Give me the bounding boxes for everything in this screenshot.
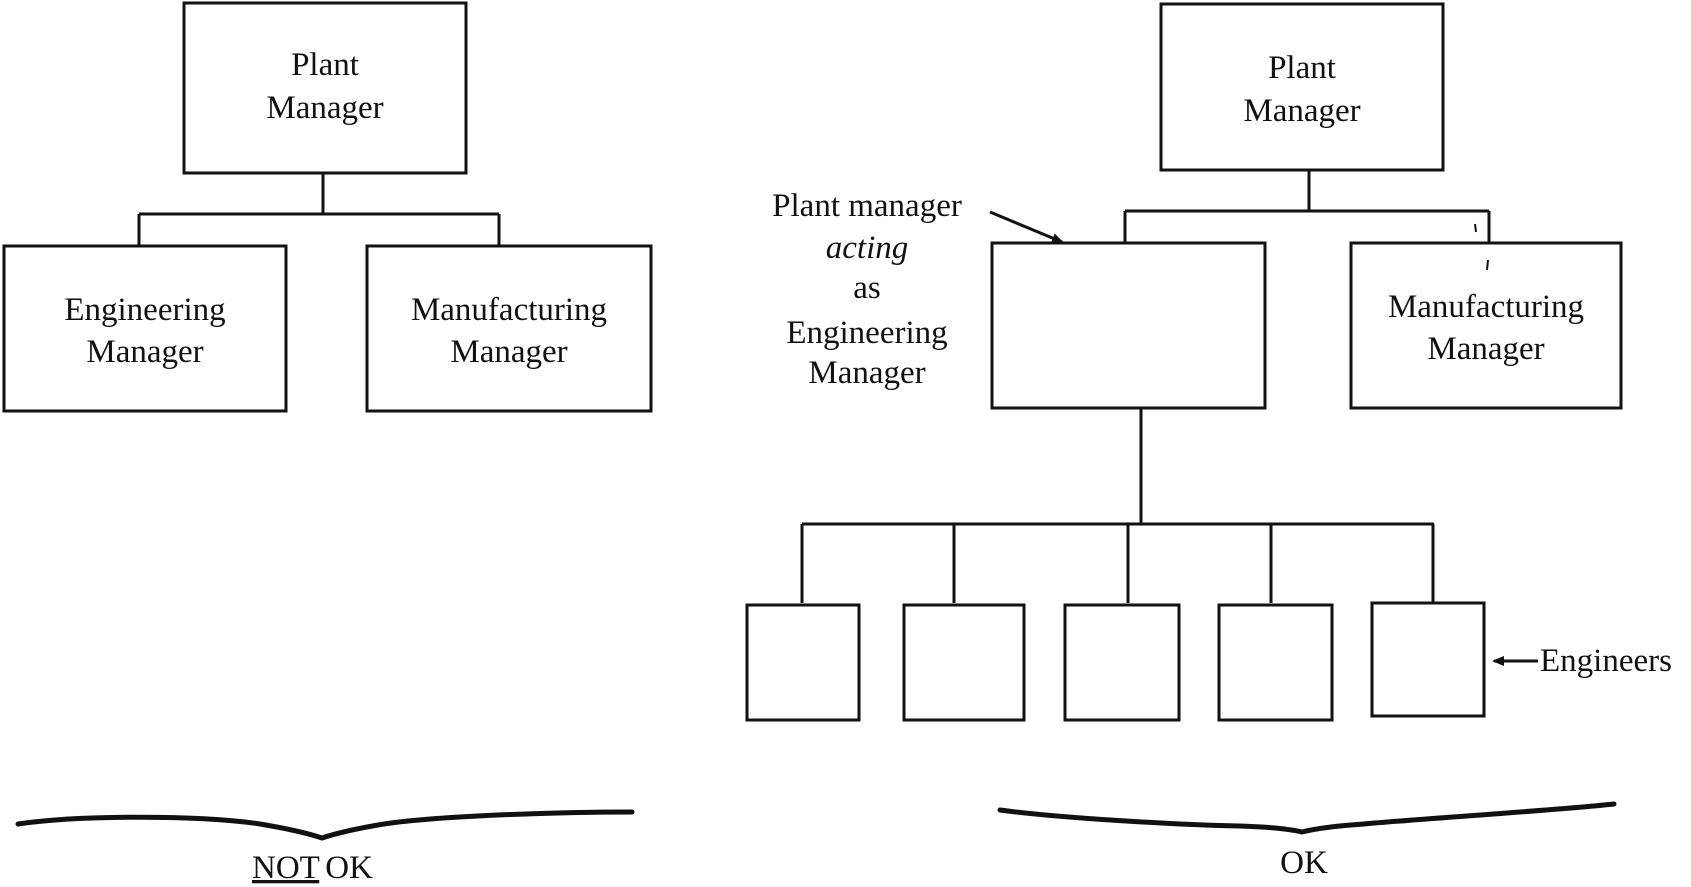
acting-note-line3: as: [853, 270, 881, 306]
left-plant-manager-label-line2: Manager: [266, 90, 383, 126]
right-manufacturing-manager-label-line2: Manager: [1427, 331, 1544, 367]
engineer-box-5: [1370, 601, 1486, 718]
stray-tick-marks: [1474, 223, 1489, 271]
left-manufacturing-manager-label-line2: Manager: [450, 334, 567, 370]
engineer-box-4: [1217, 603, 1334, 722]
left-plant-manager-label-line1: Plant: [291, 47, 359, 83]
left-manufacturing-manager-box: [365, 244, 653, 413]
left-engineering-manager-box: [2, 244, 288, 413]
acting-note-line5: Manager: [808, 355, 925, 391]
left-plant-manager-box: [182, 1, 468, 175]
left-caption-ok: OK: [325, 850, 373, 886]
right-top-connector-lines: [1123, 170, 1491, 243]
right-manufacturing-manager-box: [1349, 241, 1623, 410]
engineer-box-3: [1063, 603, 1181, 722]
right-plant-manager-label-line2: Manager: [1243, 93, 1360, 129]
engineer-box-1: [745, 603, 861, 722]
right-acting-engineering-manager-box: [990, 241, 1267, 410]
engineer-box-2: [902, 603, 1026, 722]
left-org-chart: Plant Manager Engineering Manager Manufa…: [2, 1, 653, 886]
acting-note-line1: Plant manager: [772, 188, 962, 224]
right-plant-manager-box: [1159, 2, 1445, 172]
right-plant-manager-label-line1: Plant: [1268, 50, 1336, 86]
acting-note-line2: acting: [826, 230, 908, 266]
right-curly-brace: [997, 801, 1617, 835]
right-org-chart: Plant Manager Manufacturing Manager Plan…: [745, 2, 1672, 881]
left-curly-brace: [15, 809, 635, 841]
left-connector-lines: [137, 173, 501, 246]
left-manufacturing-manager-label-line1: Manufacturing: [411, 292, 607, 328]
right-manufacturing-manager-label-line1: Manufacturing: [1388, 289, 1584, 325]
left-caption-not: NOT: [252, 850, 320, 886]
acting-note-line4: Engineering: [786, 315, 947, 351]
right-engineers-connector-lines: [800, 408, 1435, 603]
right-caption: OK: [1280, 845, 1328, 881]
acting-note-arrow: [989, 210, 1064, 244]
left-engineering-manager-label-line2: Manager: [86, 334, 203, 370]
engineers-label: Engineers: [1540, 643, 1672, 679]
left-engineering-manager-label-line1: Engineering: [64, 292, 225, 328]
